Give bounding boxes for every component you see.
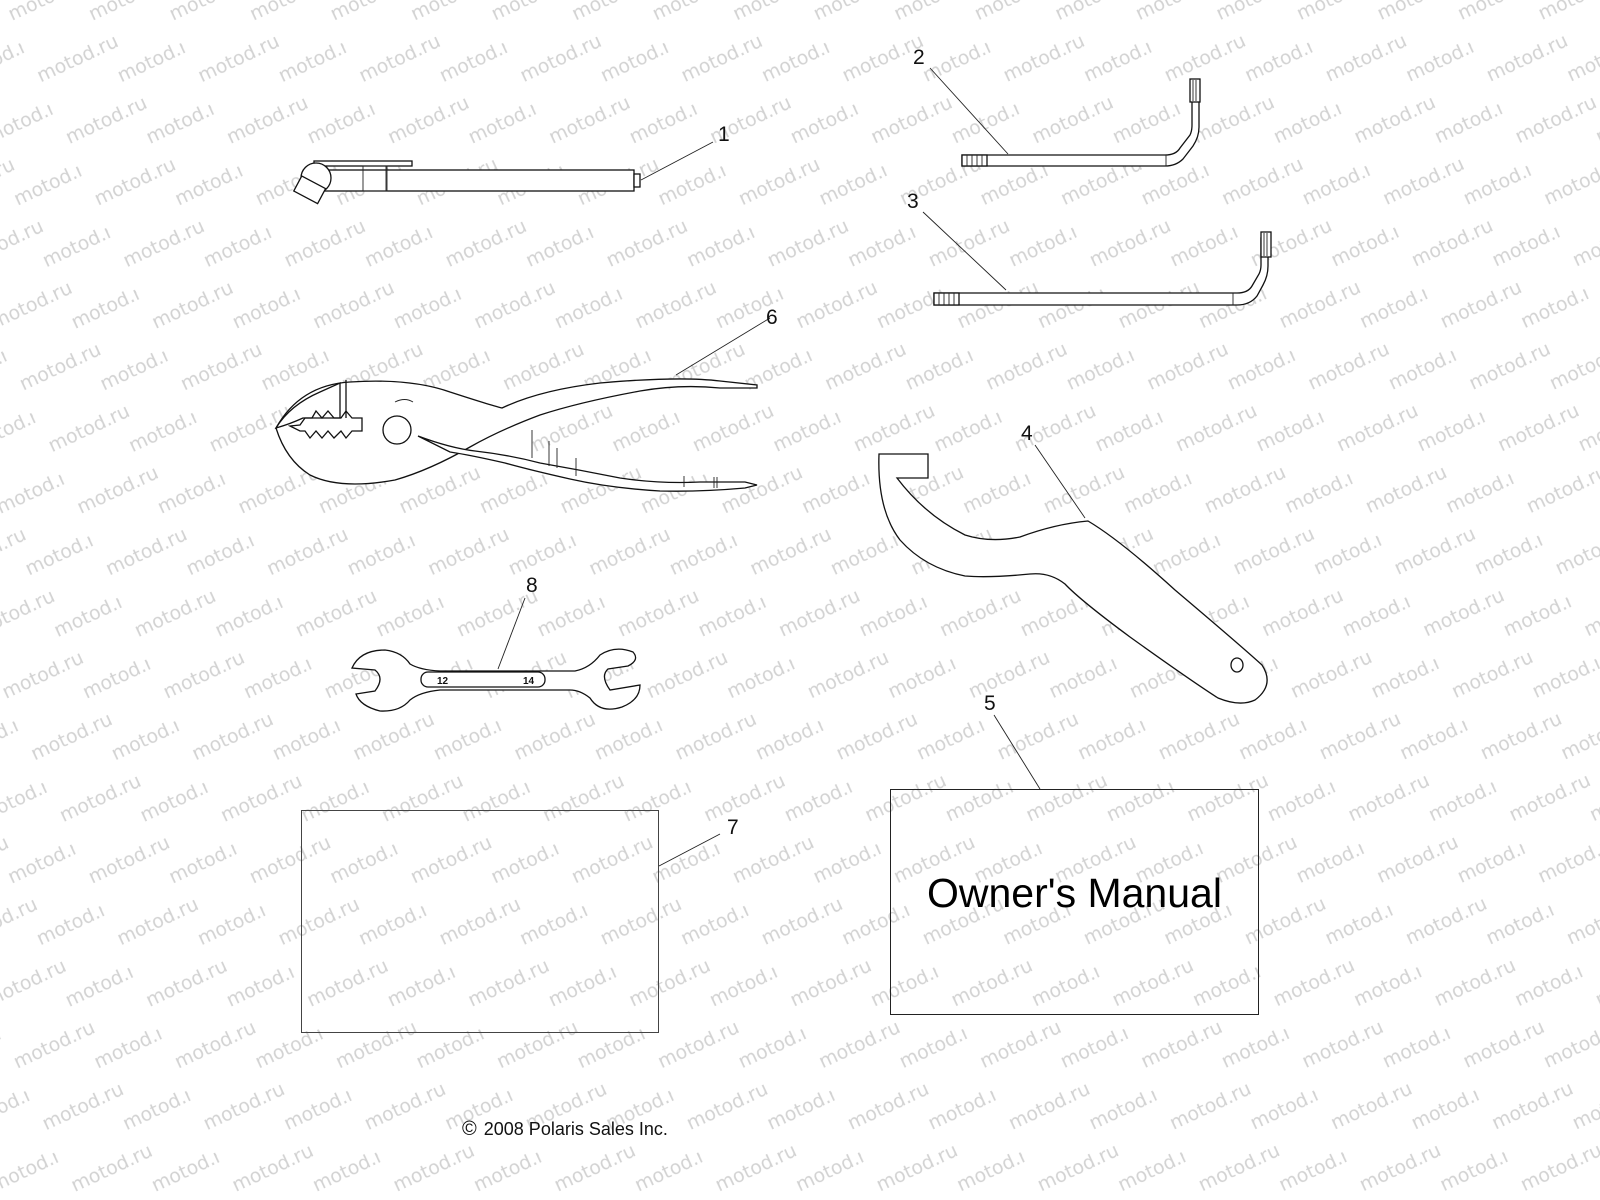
copyright-notice: © 2008 Polaris Sales Inc. bbox=[462, 1118, 668, 1141]
callout-4: 4 bbox=[1021, 422, 1033, 445]
spanner-wrench-icon bbox=[878, 444, 1268, 704]
open-end-wrench-icon: 12 14 bbox=[351, 597, 641, 712]
copyright-symbol: © bbox=[462, 1118, 477, 1140]
wrench-size-right: 14 bbox=[523, 676, 535, 687]
callout-3: 3 bbox=[907, 190, 919, 213]
callout-2: 2 bbox=[913, 46, 925, 69]
owners-manual-title: Owner's Manual bbox=[927, 870, 1222, 916]
document-card bbox=[301, 810, 659, 1033]
callout-6: 6 bbox=[766, 306, 778, 329]
pressure-gauge-icon bbox=[292, 141, 714, 205]
callout-1: 1 bbox=[718, 123, 730, 146]
callout-5: 5 bbox=[984, 692, 996, 715]
callout-8: 8 bbox=[526, 574, 538, 597]
callout-7: 7 bbox=[727, 816, 739, 839]
hex-key-short-icon bbox=[929, 67, 1201, 167]
pliers-icon bbox=[274, 317, 771, 492]
owners-manual-box: Owner's Manual bbox=[890, 789, 1259, 1015]
hex-key-long-icon bbox=[922, 211, 1272, 306]
copyright-text: 2008 Polaris Sales Inc. bbox=[483, 1119, 668, 1139]
wrench-size-left: 12 bbox=[437, 676, 449, 687]
